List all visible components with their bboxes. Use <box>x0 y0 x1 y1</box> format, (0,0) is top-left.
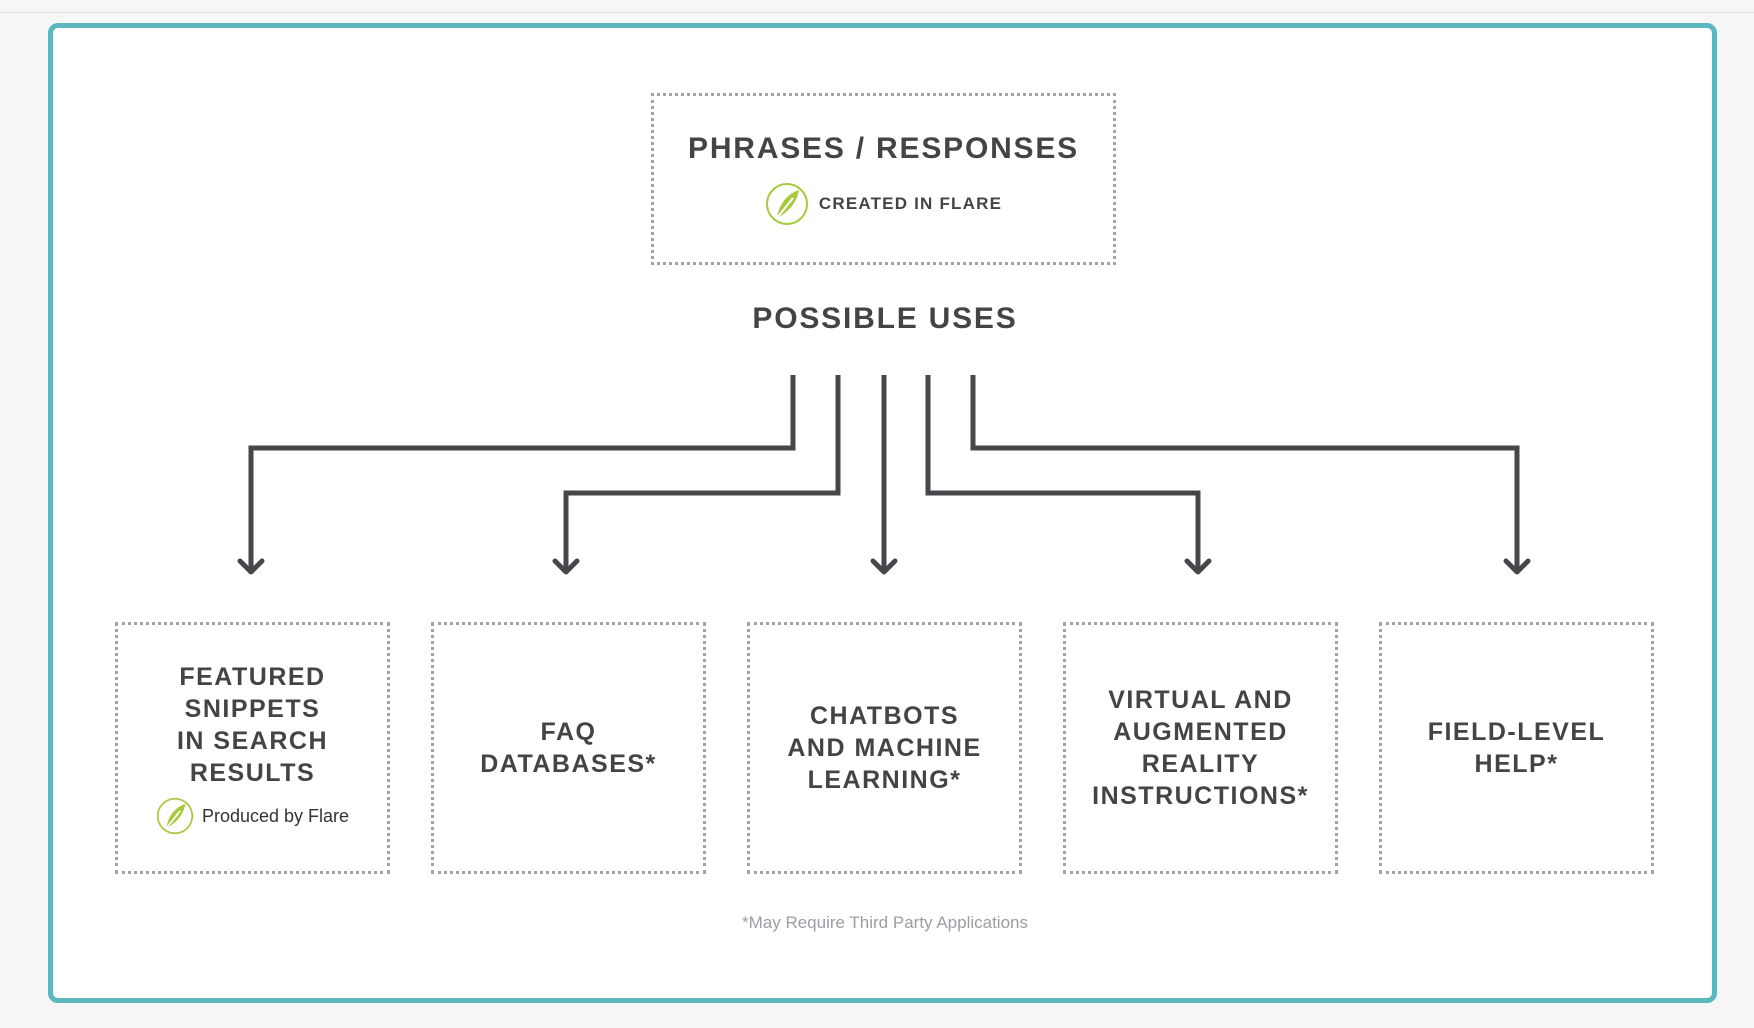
phrases-responses-title: PHRASES / RESPONSES <box>688 132 1079 165</box>
arrowhead-chatbots <box>870 558 898 575</box>
arrowhead-faq-databases <box>552 558 580 575</box>
produced-by-flare-text: Produced by Flare <box>201 805 350 826</box>
created-in-flare-text: CREATED IN FLARE <box>818 194 1003 213</box>
use-label-chatbots: CHATBOTS AND MACHINE LEARNING* <box>787 702 982 794</box>
flare-feather-icon <box>765 183 808 225</box>
arrow-to-field-level-help <box>970 375 1520 570</box>
use-label-faq-databases: FAQ DATABASES* <box>480 718 657 778</box>
footnote: *May Require Third Party Applications <box>742 913 1028 932</box>
use-label-featured-snippets: FEATURED SNIPPETS IN SEARCH RESULTS <box>176 663 328 787</box>
flare-feather-icon <box>156 797 194 835</box>
arrow-to-virtual-augmented <box>925 375 1201 570</box>
use-box-field-level-help: FIELD-LEVEL HELP* <box>1379 622 1654 874</box>
possible-uses-title: POSSIBLE USES <box>752 302 1018 335</box>
phrases-responses-box: PHRASES / RESPONSES CREATED IN FLARE <box>651 93 1116 265</box>
use-label-field-level-help: FIELD-LEVEL HELP* <box>1427 718 1606 778</box>
use-label-virtual-augmented: VIRTUAL AND AUGMENTED REALITY INSTRUCTIO… <box>1092 686 1309 810</box>
arrow-to-featured-snippets <box>248 375 796 570</box>
created-in-flare-badge: CREATED IN FLARE <box>765 182 1002 226</box>
use-box-featured-snippets: FEATURED SNIPPETS IN SEARCH RESULTS Prod… <box>115 622 390 874</box>
use-box-chatbots: CHATBOTS AND MACHINE LEARNING* <box>747 622 1022 874</box>
arrowhead-field-level-help <box>1503 558 1531 575</box>
top-divider <box>0 12 1754 13</box>
use-box-faq-databases: FAQ DATABASES* <box>431 622 706 874</box>
arrowhead-virtual-augmented <box>1184 558 1212 575</box>
arrow-to-faq-databases <box>563 375 841 570</box>
arrowhead-featured-snippets <box>237 558 265 575</box>
use-box-virtual-augmented: VIRTUAL AND AUGMENTED REALITY INSTRUCTIO… <box>1063 622 1338 874</box>
produced-by-flare-badge: Produced by Flare <box>156 797 349 835</box>
